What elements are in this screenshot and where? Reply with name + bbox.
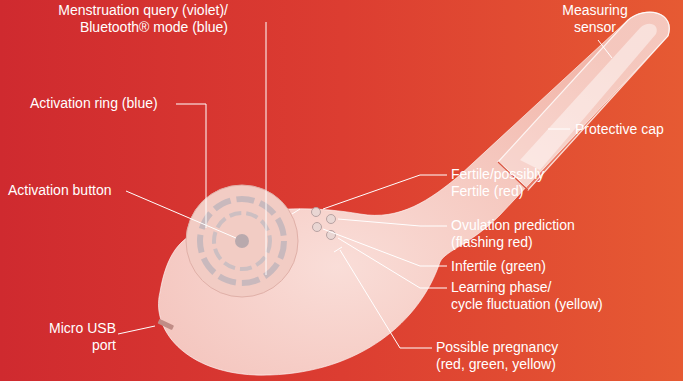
label-line: Learning phase/ <box>451 279 603 296</box>
usb-port <box>157 319 174 330</box>
part-label: Infertile (green) <box>451 258 546 275</box>
label-line: Micro USB <box>30 320 116 337</box>
part-label: Activation button <box>8 182 112 199</box>
protective-cap <box>498 12 669 190</box>
status-leds <box>312 208 336 240</box>
label-line: Activation button <box>8 182 112 199</box>
label-line: Fertile (red) <box>451 183 544 200</box>
part-label: Ovulation prediction(flashing red) <box>451 217 575 251</box>
label-line: Infertile (green) <box>451 258 546 275</box>
label-line: Protective cap <box>575 121 664 138</box>
part-label: Micro USBport <box>30 320 116 354</box>
label-line: sensor <box>555 19 635 36</box>
measuring-sensor <box>520 24 657 170</box>
part-label: Learning phase/cycle fluctuation (yellow… <box>451 279 603 313</box>
part-label: Menstruation query (violet)/Bluetooth® m… <box>28 2 228 36</box>
leader-lines <box>118 22 612 348</box>
part-label: Fertile/possiblyFertile (red) <box>451 166 544 200</box>
label-line: Activation ring (blue) <box>30 95 158 112</box>
part-label: Activation ring (blue) <box>30 95 158 112</box>
activation-ring <box>186 185 298 297</box>
label-line: Ovulation prediction <box>451 217 575 234</box>
label-line: Measuring <box>555 2 635 19</box>
label-line: Fertile/possibly <box>451 166 544 183</box>
label-line: Menstruation query (violet)/ <box>28 2 228 19</box>
label-line: (flashing red) <box>451 234 575 251</box>
label-line: Bluetooth® mode (blue) <box>28 19 228 36</box>
label-line: cycle fluctuation (yellow) <box>451 296 603 313</box>
part-label: Measuringsensor <box>555 2 635 36</box>
device-body <box>158 12 669 375</box>
activation-button <box>235 234 249 248</box>
part-label: Protective cap <box>575 121 664 138</box>
label-line: port <box>30 337 116 354</box>
label-line: (red, green, yellow) <box>436 356 558 373</box>
part-label: Possible pregnancy(red, green, yellow) <box>436 339 558 373</box>
label-line: Possible pregnancy <box>436 339 558 356</box>
